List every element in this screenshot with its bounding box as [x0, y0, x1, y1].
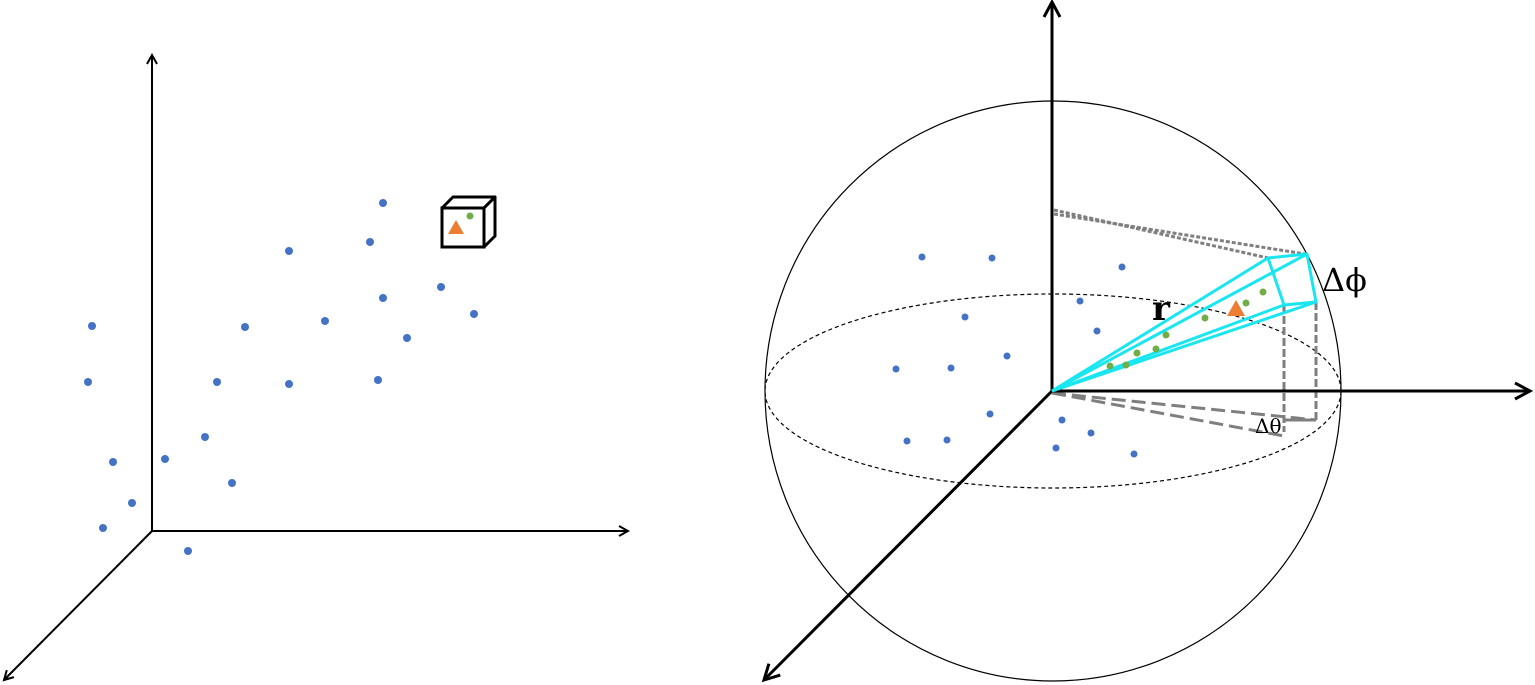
neighbor-point: [1152, 345, 1160, 353]
axis-y-arrow: [764, 389, 1054, 680]
point: [986, 410, 994, 418]
spherical-sector-panel: r Δϕ Δθ: [764, 2, 1530, 681]
point: [1076, 297, 1084, 305]
point: [184, 547, 192, 555]
neighbor-point: [466, 212, 474, 220]
point: [961, 313, 969, 321]
cartesian-voxel-panel: [4, 55, 628, 680]
point: [379, 294, 387, 302]
guide-floor-2: [1051, 391, 1317, 422]
point: [988, 254, 996, 262]
point: [947, 364, 955, 372]
point: [379, 199, 387, 207]
point: [109, 458, 117, 466]
delta-theta-label: Δθ: [1255, 414, 1281, 438]
right-point-cloud: [892, 253, 1138, 458]
point: [1118, 263, 1126, 271]
point: [241, 323, 249, 331]
radius-label: r: [1152, 289, 1171, 329]
neighbor-point: [1259, 288, 1267, 296]
point: [161, 455, 169, 463]
point: [88, 322, 96, 330]
delta-phi-label: Δϕ: [1322, 261, 1367, 299]
point: [321, 317, 329, 325]
point: [84, 378, 92, 386]
point: [1052, 444, 1060, 452]
point: [228, 479, 236, 487]
point: [213, 378, 221, 386]
voxel-cube: [440, 195, 497, 249]
point: [285, 247, 293, 255]
projection-guides: [1051, 208, 1318, 438]
left-point-cloud: [84, 199, 478, 555]
point: [201, 433, 209, 441]
sector-edge-3: [1051, 303, 1285, 393]
left-axes: [4, 55, 628, 680]
neighbor-point: [1162, 331, 1170, 339]
point: [1130, 450, 1138, 458]
point: [903, 437, 911, 445]
neighbor-point: [1242, 299, 1250, 307]
point: [1093, 327, 1101, 335]
point: [1058, 416, 1066, 424]
neighbor-point: [1201, 314, 1209, 322]
neighbor-point: [1106, 362, 1114, 370]
point: [470, 310, 478, 318]
voxel-side-face: [482, 195, 497, 249]
guide-top-1: [1053, 208, 1269, 260]
voxel-front-face: [440, 206, 486, 249]
point: [285, 380, 293, 388]
query-point-triangle: [448, 220, 464, 234]
sector-edge-0: [1051, 256, 1269, 393]
spherical-sector-wedge: [1051, 252, 1318, 393]
guide-top-2: [1053, 212, 1306, 256]
point: [366, 238, 374, 246]
point: [943, 436, 951, 444]
point: [99, 524, 107, 532]
point: [403, 334, 411, 342]
point: [437, 283, 445, 291]
neighbor-point: [1133, 349, 1141, 357]
sector-neighbor-points: [1106, 288, 1267, 370]
guide-floor-1: [1051, 391, 1285, 438]
neighbor-point: [1122, 361, 1130, 369]
point: [918, 253, 926, 261]
axis-y-arrow: [4, 530, 153, 680]
right-axes: [764, 2, 1530, 680]
point: [128, 499, 136, 507]
query-point-triangle: [1227, 300, 1245, 316]
point: [892, 365, 900, 373]
sector-edge-1: [1051, 252, 1308, 393]
point: [1087, 429, 1095, 437]
point: [374, 376, 382, 384]
point: [1003, 352, 1011, 360]
sector-cap: [1266, 252, 1318, 307]
